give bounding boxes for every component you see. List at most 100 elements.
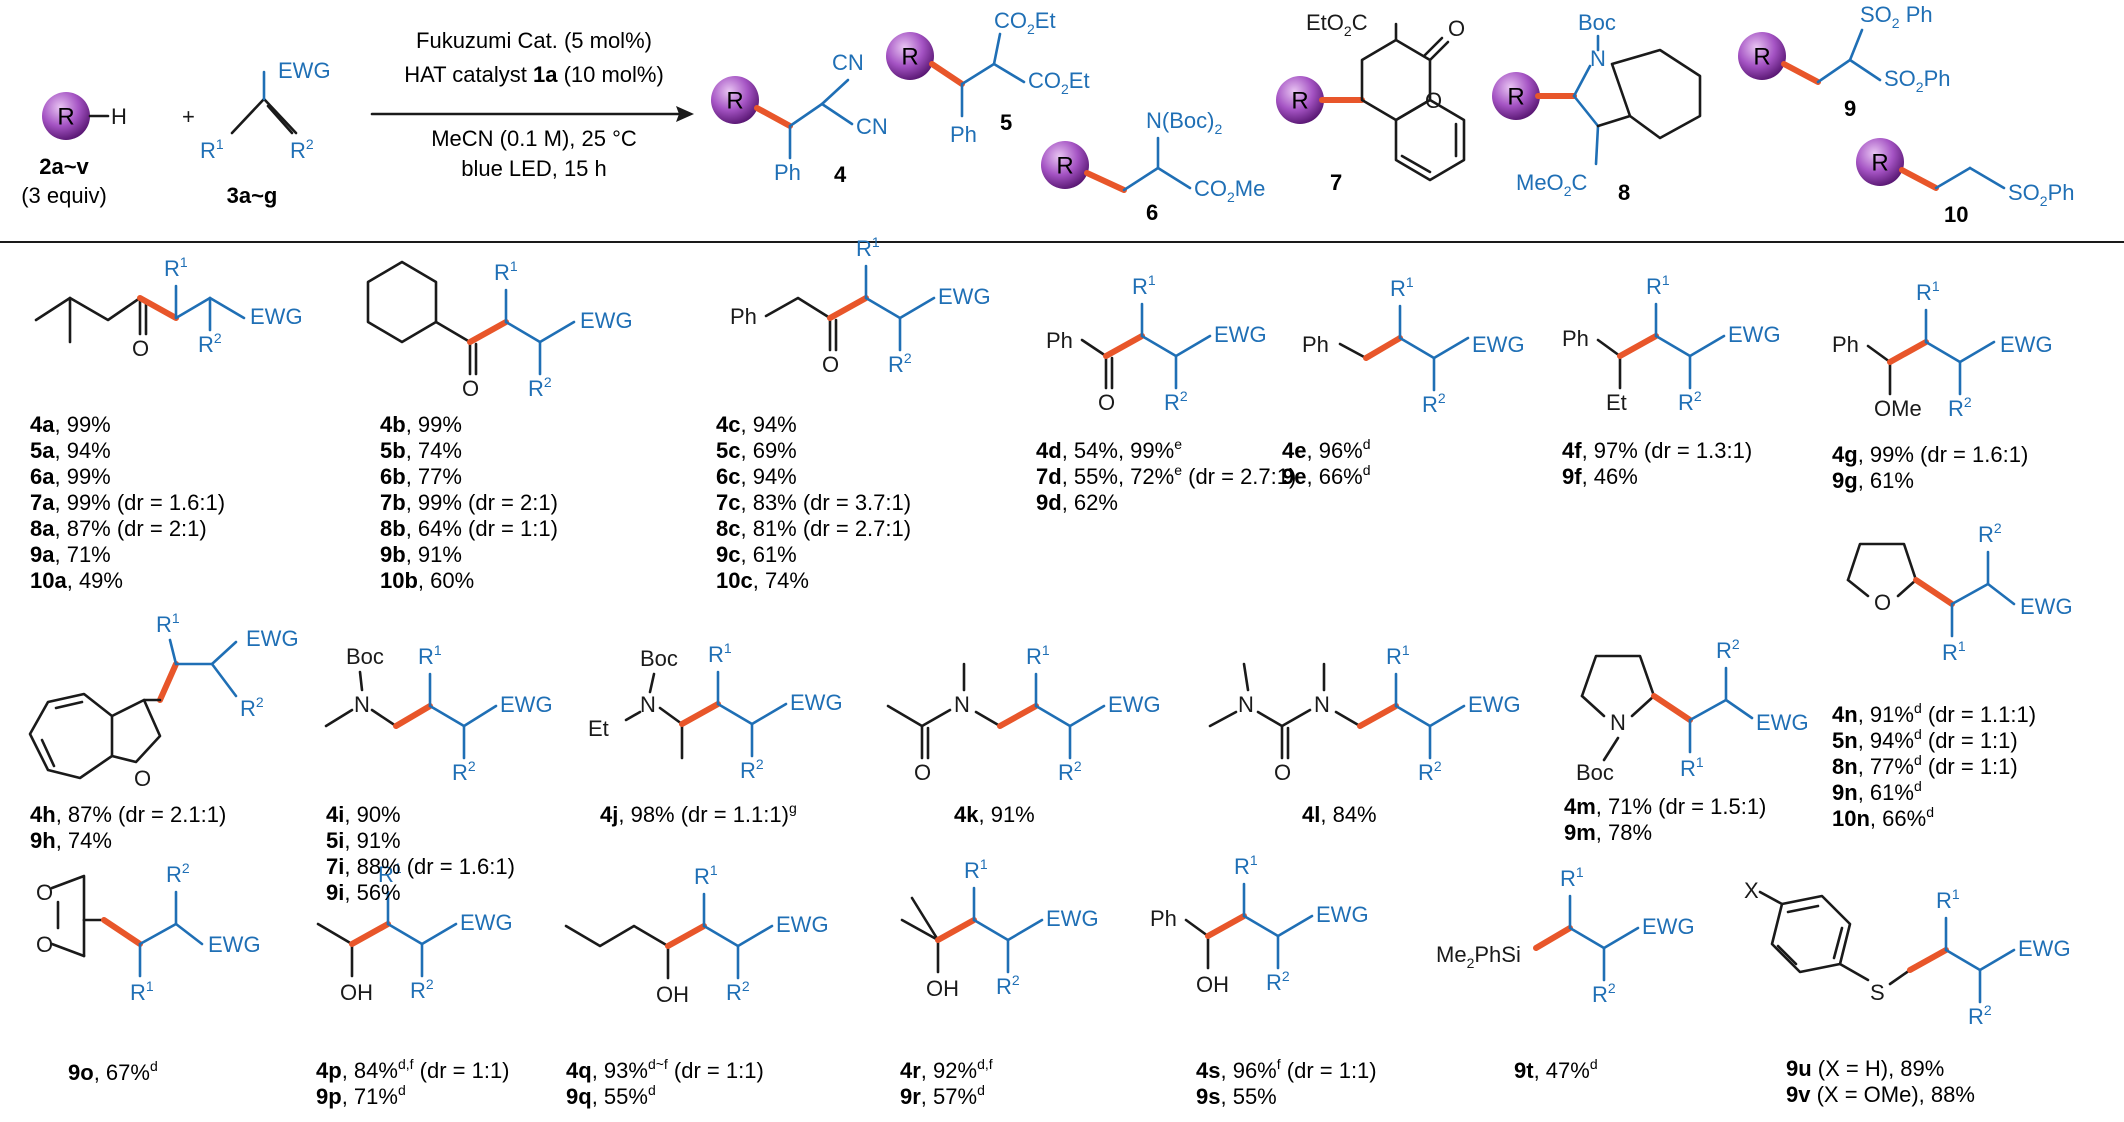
svg-text:R2: R2 bbox=[996, 972, 1020, 999]
yield-line-9r: 9r, 57%d bbox=[900, 1082, 985, 1109]
yield-line-5c: 5c, 69% bbox=[716, 438, 797, 463]
svg-text:R1: R1 bbox=[1560, 864, 1584, 891]
svg-text:R2: R2 bbox=[1266, 968, 1290, 995]
svg-text:OMe: OMe bbox=[1874, 396, 1922, 421]
svg-text:R2: R2 bbox=[1948, 394, 1972, 421]
yield-line-9n: 9n, 61%d bbox=[1832, 778, 1922, 805]
svg-text:R2: R2 bbox=[198, 330, 222, 357]
structure-r: OH R1 EWG R2 bbox=[900, 856, 1099, 1001]
yield-line-4f: 4f, 97% (dr = 1.3:1) bbox=[1562, 438, 1752, 463]
yield-line-9v: 9v (X = OMe), 88% bbox=[1786, 1082, 1975, 1107]
svg-text:R1: R1 bbox=[708, 640, 732, 667]
svg-text:EWG: EWG bbox=[1728, 322, 1781, 347]
yield-line-9a: 9a, 71% bbox=[30, 542, 111, 567]
product-8-code: 8 bbox=[1618, 180, 1630, 205]
svg-text:Ph: Ph bbox=[1562, 326, 1589, 351]
plus-sign: + bbox=[182, 104, 195, 129]
product-9-code: 9 bbox=[1844, 96, 1856, 121]
svg-text:R: R bbox=[1291, 88, 1308, 115]
svg-text:N: N bbox=[1314, 692, 1330, 717]
yield-line-9d: 9d, 62% bbox=[1036, 490, 1118, 515]
svg-text:O: O bbox=[1098, 390, 1115, 415]
structure-g: Ph OMe R1 EWG R2 bbox=[1832, 278, 2053, 421]
svg-text:R: R bbox=[1507, 84, 1524, 111]
yield-line-7b: 7b, 99% (dr = 2:1) bbox=[380, 490, 558, 515]
svg-text:N: N bbox=[640, 692, 656, 717]
product-9-structure: R SO2 Ph SO2Ph 9 bbox=[1738, 2, 1951, 121]
product-6-code: 6 bbox=[1146, 200, 1158, 225]
yield-line-6a: 6a, 99% bbox=[30, 464, 111, 489]
svg-text:Et: Et bbox=[1606, 390, 1627, 415]
svg-text:S: S bbox=[1870, 980, 1885, 1005]
product-7-code: 7 bbox=[1330, 170, 1342, 195]
caption-block-h: 4h, 87% (dr = 2.1:1)9h, 74% bbox=[30, 802, 226, 853]
caption-block-b: 4b, 99%5b, 74%6b, 77%7b, 99% (dr = 2:1)8… bbox=[380, 412, 558, 593]
svg-text:OH: OH bbox=[340, 980, 373, 1005]
svg-text:R1: R1 bbox=[1680, 754, 1704, 781]
svg-text:EWG: EWG bbox=[500, 692, 553, 717]
svg-text:R2: R2 bbox=[240, 694, 264, 721]
svg-text:EtO2C: EtO2C bbox=[1306, 10, 1368, 39]
svg-text:R2: R2 bbox=[1058, 758, 1082, 785]
r2-label: R2 bbox=[290, 136, 314, 163]
svg-text:Me2PhSi: Me2PhSi bbox=[1436, 942, 1521, 971]
svg-text:R2: R2 bbox=[1678, 388, 1702, 415]
yield-line-4k: 4k, 91% bbox=[954, 802, 1035, 827]
svg-text:OH: OH bbox=[656, 982, 689, 1007]
caption-block-f: 4f, 97% (dr = 1.3:1)9f, 46% bbox=[1562, 438, 1752, 489]
svg-text:R2: R2 bbox=[410, 976, 434, 1003]
svg-text:Boc: Boc bbox=[346, 644, 384, 669]
svg-text:EWG: EWG bbox=[1472, 332, 1525, 357]
yield-line-4r: 4r, 92%d,f bbox=[900, 1056, 993, 1083]
solvent-line: MeCN (0.1 M), 25 °C bbox=[431, 126, 637, 151]
svg-text:OH: OH bbox=[1196, 972, 1229, 997]
caption-block-q: 4q, 93%d~f (dr = 1:1)9q, 55%d bbox=[566, 1056, 764, 1109]
yield-line-5a: 5a, 94% bbox=[30, 438, 111, 463]
svg-text:R: R bbox=[1753, 44, 1770, 71]
yield-line-9i: 9i, 56% bbox=[326, 880, 401, 905]
svg-text:O: O bbox=[36, 880, 53, 905]
svg-text:R2: R2 bbox=[452, 758, 476, 785]
caption-block-e: 4e, 96%d9e, 66%d bbox=[1282, 436, 1371, 489]
light-line: blue LED, 15 h bbox=[461, 156, 607, 181]
svg-text:R1: R1 bbox=[378, 860, 402, 887]
substrate-r-h: R H 2a~v (3 equiv) bbox=[21, 92, 127, 208]
svg-text:R1: R1 bbox=[494, 258, 518, 285]
svg-text:R2: R2 bbox=[726, 978, 750, 1005]
yield-line-9m: 9m, 78% bbox=[1564, 820, 1652, 845]
caption-block-p: 4p, 84%d,f (dr = 1:1)9p, 71%d bbox=[316, 1056, 510, 1109]
svg-text:EWG: EWG bbox=[2020, 594, 2073, 619]
svg-text:Ph: Ph bbox=[1046, 328, 1073, 353]
svg-text:EWG: EWG bbox=[1468, 692, 1521, 717]
svg-text:O: O bbox=[1874, 590, 1891, 615]
yield-line-4p: 4p, 84%d,f (dr = 1:1) bbox=[316, 1056, 510, 1083]
svg-text:R1: R1 bbox=[694, 862, 718, 889]
svg-text:Ph: Ph bbox=[1832, 332, 1859, 357]
structure-a: O R1 EWG R2 bbox=[34, 254, 303, 361]
svg-text:O: O bbox=[1425, 88, 1442, 113]
svg-text:O: O bbox=[132, 336, 149, 361]
svg-text:R1: R1 bbox=[418, 642, 442, 669]
yield-line-9c: 9c, 61% bbox=[716, 542, 797, 567]
svg-text:R2: R2 bbox=[1968, 1002, 1992, 1029]
ewg-label: EWG bbox=[278, 58, 331, 83]
structure-c: Ph O R1 EWG R2 bbox=[730, 234, 991, 377]
svg-text:O: O bbox=[462, 376, 479, 401]
caption-block-o: 9o, 67%d bbox=[68, 1058, 158, 1085]
svg-text:R1: R1 bbox=[1132, 272, 1156, 299]
structure-m: N Boc R1 R2 EWG bbox=[1576, 636, 1809, 785]
svg-text:R2: R2 bbox=[888, 350, 912, 377]
svg-text:R: R bbox=[1056, 153, 1073, 180]
svg-text:Boc: Boc bbox=[640, 646, 678, 671]
product-10-code: 10 bbox=[1944, 202, 1968, 227]
svg-text:O: O bbox=[1448, 16, 1465, 41]
svg-text:SO2 Ph: SO2 Ph bbox=[1860, 2, 1933, 31]
svg-text:EWG: EWG bbox=[208, 932, 261, 957]
catalyst-line: Fukuzumi Cat. (5 mol%) bbox=[416, 28, 652, 53]
structure-e: Ph R1 EWG R2 bbox=[1302, 274, 1525, 417]
yield-line-5b: 5b, 74% bbox=[380, 438, 462, 463]
svg-text:EWG: EWG bbox=[1046, 906, 1099, 931]
yield-line-4j: 4j, 98% (dr = 1.1:1)g bbox=[600, 800, 797, 827]
caption-block-l: 4l, 84% bbox=[1302, 802, 1377, 827]
